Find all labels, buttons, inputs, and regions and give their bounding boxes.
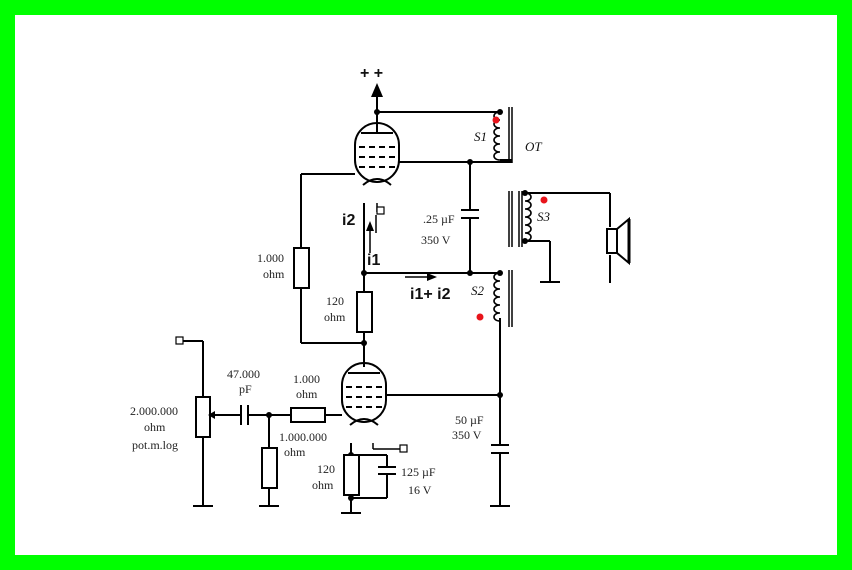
loudspeaker-icon (606, 216, 631, 266)
current-i1: i1 (367, 252, 380, 269)
grid-stopper-resistor (290, 407, 326, 423)
grid-leak-resistor (261, 447, 278, 489)
current-i2: i2 (342, 212, 355, 229)
phase-dot-s2 (476, 313, 484, 321)
terminal-square-lower (399, 444, 408, 453)
cathode-resistor-value: 120 (317, 462, 335, 476)
right-cap-value: 50 µF (455, 413, 484, 427)
winding-s2-label: S2 (471, 283, 485, 298)
terminal-square (376, 206, 385, 215)
feedback-resistor (293, 247, 310, 289)
current-i1-plus-i2: i1+ i2 (410, 286, 451, 303)
phase-dot-s1 (492, 116, 500, 124)
coupling-cap-value: 47.000 (227, 367, 260, 381)
supply-label: + + (360, 65, 383, 82)
cathode-cap-voltage: 16 V (408, 483, 432, 497)
middle-resistor-unit: ohm (324, 310, 346, 324)
cathode-cap-value: 125 µF (401, 465, 436, 479)
right-cap-voltage: 350 V (452, 428, 482, 442)
cathode-resistor (343, 454, 360, 496)
transformer-label: OT (525, 139, 542, 154)
middle-resistor (356, 291, 373, 333)
upper-tube (354, 112, 470, 186)
middle-resistor-value: 120 (326, 294, 344, 308)
input-terminal (175, 336, 184, 345)
pot-type: pot.m.log (132, 438, 178, 452)
top-cap-value: .25 µF (423, 212, 455, 226)
grid-leak-value: 1.000.000 (279, 430, 327, 444)
feedback-resistor-unit: ohm (263, 267, 285, 281)
coupling-cap-unit: pF (239, 382, 252, 396)
amplifier-schematic: + + 1.000 ohm i2 i1 i1+ i2 (130, 65, 631, 514)
cathode-resistor-unit: ohm (312, 478, 334, 492)
winding-s1-label: S1 (474, 129, 487, 144)
phase-dot-s3 (540, 196, 548, 204)
grid-stopper-value: 1.000 (293, 372, 320, 386)
feedback-resistor-value: 1.000 (257, 251, 284, 265)
volume-potentiometer (195, 396, 211, 438)
output-transformer (493, 107, 532, 327)
schematic-frame: + + 1.000 ohm i2 i1 i1+ i2 (15, 15, 837, 555)
pot-value: 2.000.000 (130, 404, 178, 418)
pot-unit: ohm (144, 420, 166, 434)
winding-s3-label: S3 (537, 209, 551, 224)
top-cap-voltage: 350 V (421, 233, 451, 247)
grid-leak-unit: ohm (284, 445, 306, 459)
supply-arrow (371, 83, 383, 112)
grid-stopper-unit: ohm (296, 387, 318, 401)
lower-tube (341, 362, 387, 426)
